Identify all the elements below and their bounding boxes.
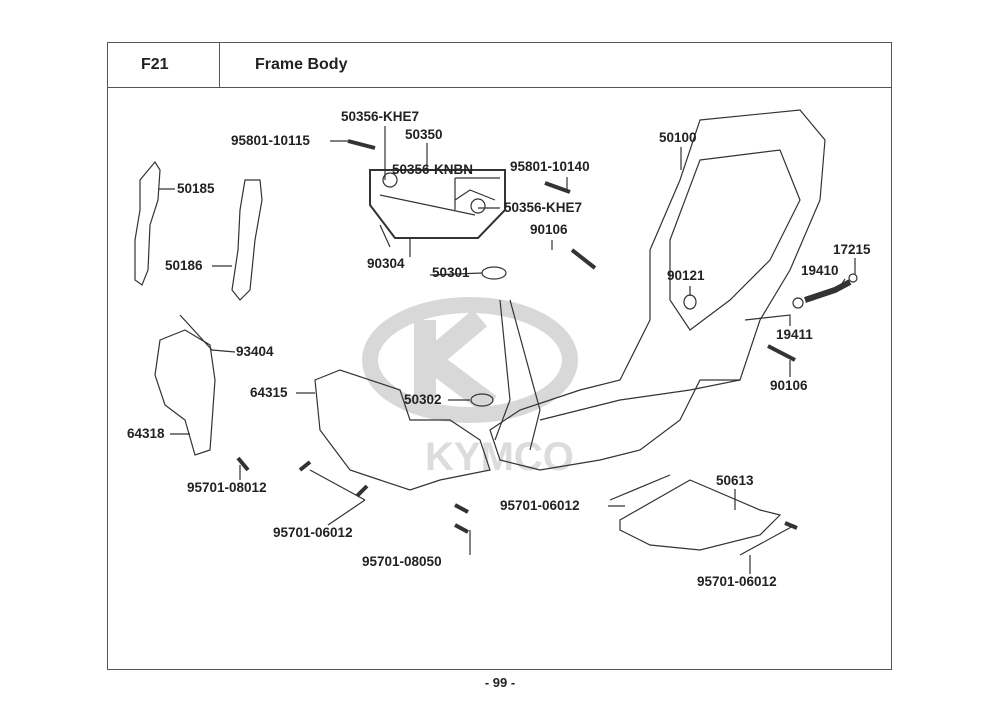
label-19410: 19410: [801, 263, 839, 278]
section-title: Frame Body: [255, 56, 348, 73]
label-90106-right: 90106: [770, 378, 808, 393]
label-17215: 17215: [833, 242, 871, 257]
label-95701-06012-bottom: 95701-06012: [697, 574, 777, 589]
header-divider: [107, 87, 892, 88]
label-50356-khe7-top: 50356-KHE7: [341, 109, 420, 124]
label-50186: 50186: [165, 258, 203, 273]
part-50302: [470, 393, 494, 407]
part-50185: [134, 160, 161, 286]
label-90304: 90304: [367, 256, 405, 271]
label-19411: 19411: [776, 327, 813, 342]
label-50350: 50350: [405, 127, 443, 142]
part-64318: [154, 329, 216, 456]
label-95701-08012: 95701-08012: [187, 480, 267, 495]
label-50100: 50100: [659, 130, 697, 145]
label-50613: 50613: [716, 473, 754, 488]
part-50186: [231, 179, 263, 301]
part-90121: [683, 294, 697, 310]
header-column-divider: [219, 42, 220, 87]
label-93404: 93404: [236, 344, 274, 359]
label-95701-06012-right: 95701-06012: [500, 498, 580, 513]
label-95701-06012-mid: 95701-06012: [273, 525, 353, 540]
label-95801-10115: 95801-10115: [231, 133, 310, 148]
part-50613: [619, 479, 782, 551]
part-19410: [804, 279, 852, 303]
part-17215: [848, 273, 858, 283]
label-95801-10140: 95801-10140: [510, 159, 590, 174]
label-64315: 64315: [250, 385, 288, 400]
page-number: - 99 -: [484, 675, 516, 690]
part-64315: [314, 369, 491, 491]
label-95701-08050: 95701-08050: [362, 554, 442, 569]
label-50185: 50185: [177, 181, 215, 196]
label-50356-khe7-right: 50356-KHE7: [504, 200, 583, 215]
label-50356-knbn: 50356-KNBN: [392, 162, 474, 177]
label-90121: 90121: [667, 268, 705, 283]
label-50302: 50302: [404, 392, 442, 407]
label-90106-top: 90106: [530, 222, 568, 237]
part-50301: [481, 266, 507, 280]
kymco-watermark-logo: [362, 297, 578, 423]
label-64318: 64318: [127, 426, 165, 441]
part-50350-outline: [369, 169, 506, 239]
label-50301: 50301: [432, 265, 470, 280]
section-code: F21: [141, 56, 169, 73]
part-50100-frame: [489, 109, 826, 471]
diagram-frame: [107, 42, 892, 670]
part-19411: [792, 297, 804, 309]
